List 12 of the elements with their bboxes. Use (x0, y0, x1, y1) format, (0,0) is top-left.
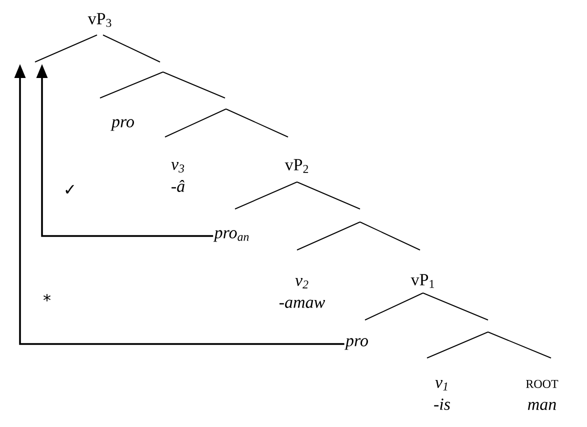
head-label: v$_{1}$ -is (434, 380, 450, 410)
phrase-label: vP$_{1}$ (410, 274, 434, 288)
pronoun-label: pro$_{an}$ (213, 230, 249, 242)
head-label: v$_{2}$ -amaw (280, 278, 325, 308)
phrase-label: vP$_{2}$ (284, 159, 308, 173)
head-label: v$_{3}$ -â (171, 162, 184, 192)
pronoun-label: pro (110, 119, 134, 131)
phrase-label: vP$_{3}$ (88, 13, 112, 27)
edge-label: ✓ (66, 184, 74, 194)
root-label: ROOT man (526, 380, 558, 410)
pronoun-label: pro (344, 338, 368, 350)
edge-label: * (43, 294, 51, 302)
